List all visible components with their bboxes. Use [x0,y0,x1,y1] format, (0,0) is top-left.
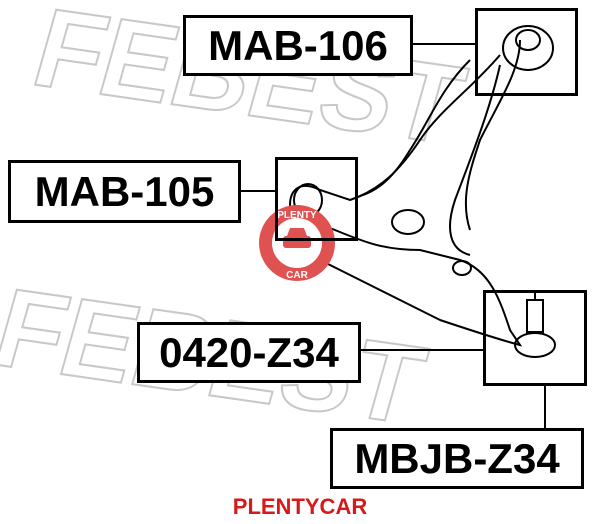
part-label-mab-105: MAB-105 [8,160,241,223]
footer-brand: PLENTYCAR [232,494,368,519]
part-box-mab-106 [475,8,578,96]
part-box-ball-joint [483,290,587,386]
leader-line [360,349,483,351]
part-label-mbjb-z34: MBJB-Z34 [330,428,584,489]
leader-line [544,386,546,428]
part-box-mab-105 [275,157,358,241]
svg-text:PLENTY: PLENTY [277,210,317,221]
svg-text:CAR: CAR [286,270,308,281]
leader-line [412,43,475,45]
part-label-0420-z34: 0420-Z34 [137,322,361,383]
leader-line [240,190,275,192]
part-label-mab-106: MAB-106 [183,15,413,76]
